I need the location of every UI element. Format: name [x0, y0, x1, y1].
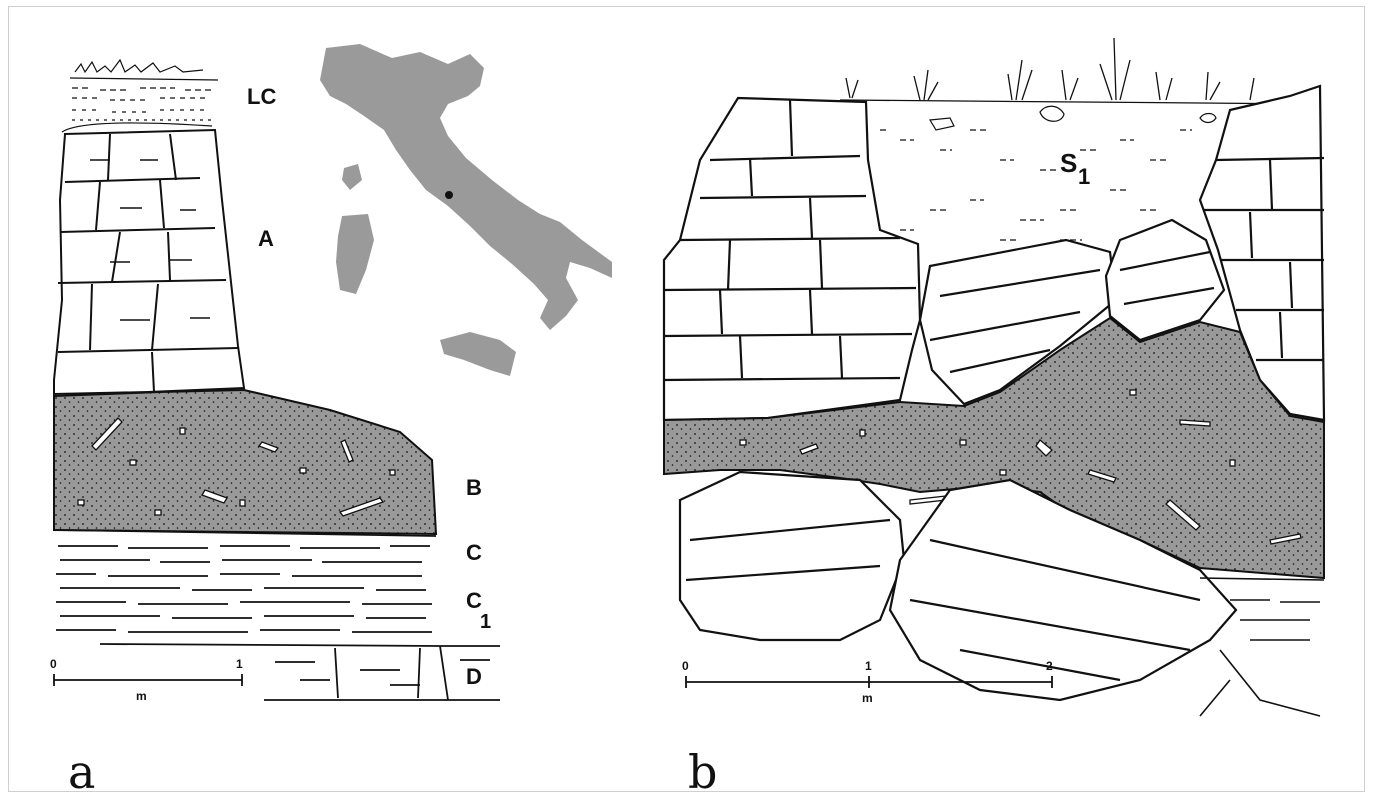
site-location-marker [445, 191, 453, 199]
label-s1-subscript: 1 [1078, 164, 1090, 189]
layer-lc-soil [61, 58, 219, 133]
label-c: C [466, 540, 482, 565]
scale-b-unit: m [862, 691, 873, 705]
label-c1: C [466, 588, 482, 613]
italy-map [320, 44, 612, 376]
label-a: A [258, 226, 274, 251]
panel-a-letter: a [68, 745, 95, 798]
label-b: B [466, 475, 482, 500]
layer-b-breccia [53, 388, 438, 536]
scale-a-start: 0 [50, 657, 57, 671]
layer-lower-laminated [1199, 577, 1325, 717]
scale-b-start: 0 [682, 659, 689, 673]
scale-b-end: 2 [1046, 659, 1053, 673]
scale-a-unit: m [136, 689, 147, 703]
panel-b-letter: b [688, 745, 717, 798]
label-c1-subscript: 1 [480, 611, 491, 633]
layer-a-blocks [53, 128, 246, 396]
figure-frame [8, 6, 1365, 792]
layer-c-laminated [53, 529, 500, 701]
left-block-wall [662, 96, 922, 422]
label-d: D [466, 664, 482, 689]
surface-vegetation [839, 37, 1321, 105]
panel-a: LC A B C C 1 D 0 1 m a [50, 44, 612, 798]
fallen-blocks-lower [678, 470, 1238, 702]
scale-bar-b [685, 676, 1053, 688]
label-lc: LC [247, 84, 276, 109]
layer-d-blocks [264, 647, 500, 701]
scale-a-end: 1 [236, 657, 243, 671]
label-s1: S [1060, 148, 1077, 178]
panel-b: S 1 [662, 37, 1326, 798]
fallen-blocks-upper [918, 218, 1226, 406]
scale-b-mid: 1 [865, 659, 872, 673]
layer-s1-soil [880, 105, 1217, 241]
scale-bar-a [53, 674, 243, 686]
